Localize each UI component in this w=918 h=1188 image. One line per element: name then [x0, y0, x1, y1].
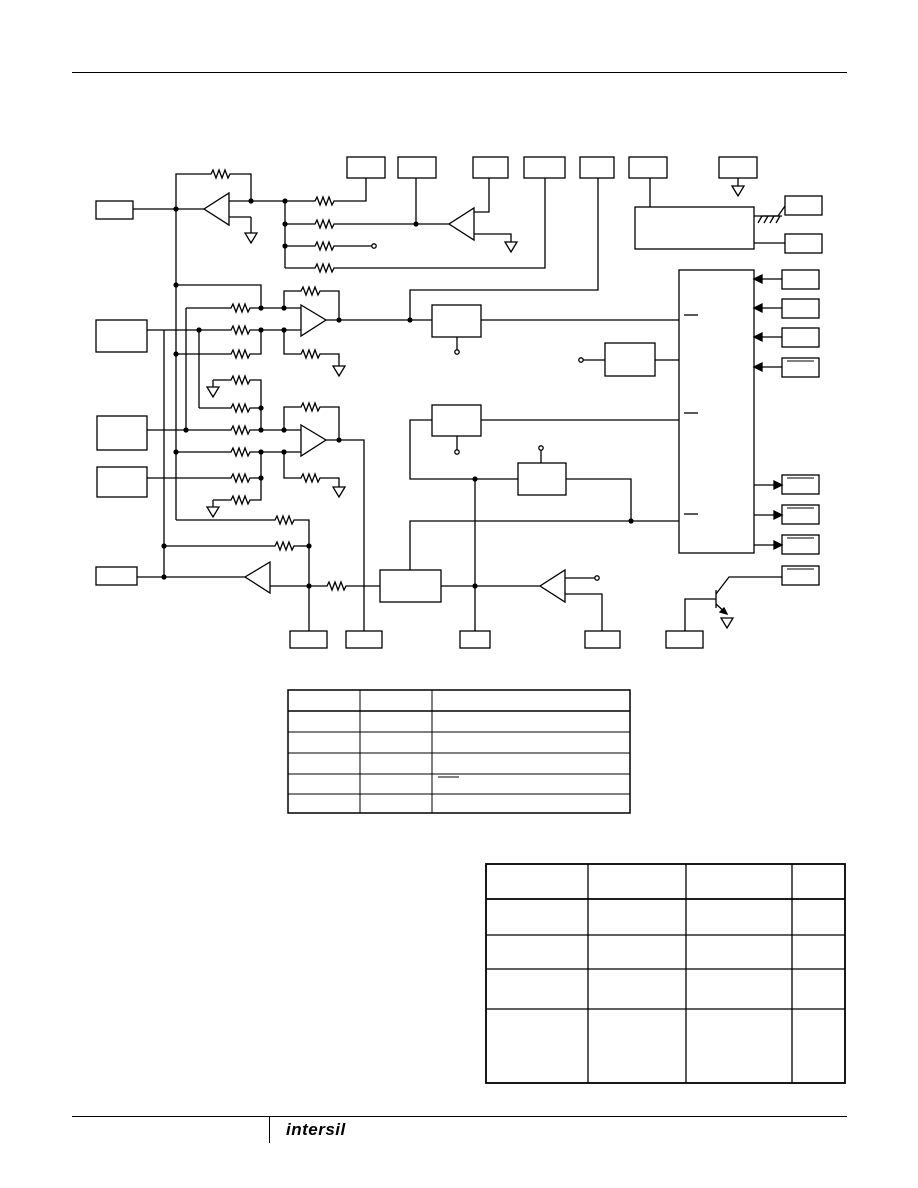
intersil-logo: intersil [286, 1120, 346, 1139]
logic-block [678, 269, 755, 554]
amp-mid-2 [300, 423, 328, 458]
top-right-block [634, 206, 755, 250]
right-pin-boxes [781, 195, 823, 586]
footer-divider [269, 1116, 270, 1143]
left-pin-boxes [95, 200, 148, 586]
amp-top-left [202, 191, 230, 227]
amp-bottom-left [243, 560, 271, 595]
top-rule [72, 72, 847, 73]
amp-bottom-mid [538, 568, 566, 604]
amp-top-mid [447, 206, 475, 242]
bottom-rule [72, 1116, 847, 1117]
amp-mid-1 [300, 303, 328, 338]
